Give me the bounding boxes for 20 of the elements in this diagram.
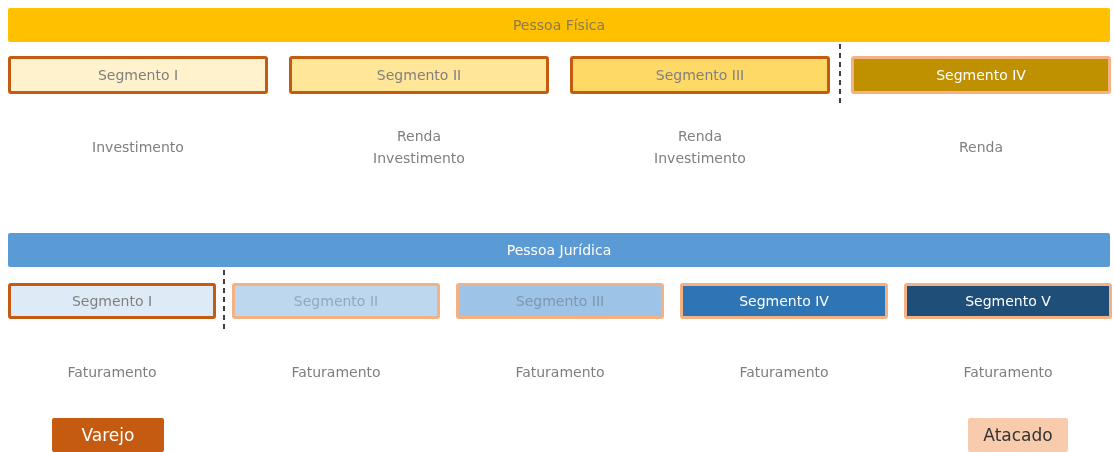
segment-description: Renda Investimento xyxy=(653,127,747,168)
segment-box: Segmento I xyxy=(8,283,216,319)
segment-box: Segmento III xyxy=(570,56,830,94)
segment-description: Investimento xyxy=(92,138,184,157)
category-band: Pessoa Física xyxy=(8,8,1110,42)
segment-box: Segmento IV xyxy=(851,56,1111,94)
segment-description: Faturamento xyxy=(291,363,381,382)
segment-box: Segmento II xyxy=(289,56,549,94)
segment-box: Segmento IV xyxy=(680,283,888,319)
segment-description: Faturamento xyxy=(739,363,829,382)
scale-end-box: Varejo xyxy=(52,418,164,452)
segment-description: Faturamento xyxy=(515,363,605,382)
segment-box: Segmento I xyxy=(8,56,268,94)
segment-description: Renda xyxy=(958,138,1004,157)
segment-box: Segmento V xyxy=(904,283,1112,319)
scale-end-box: Atacado xyxy=(968,418,1068,452)
segment-description: Renda Investimento xyxy=(372,127,466,168)
category-band: Pessoa Jurídica xyxy=(8,233,1110,267)
segment-description: Faturamento xyxy=(963,363,1053,382)
segment-description: Faturamento xyxy=(67,363,157,382)
